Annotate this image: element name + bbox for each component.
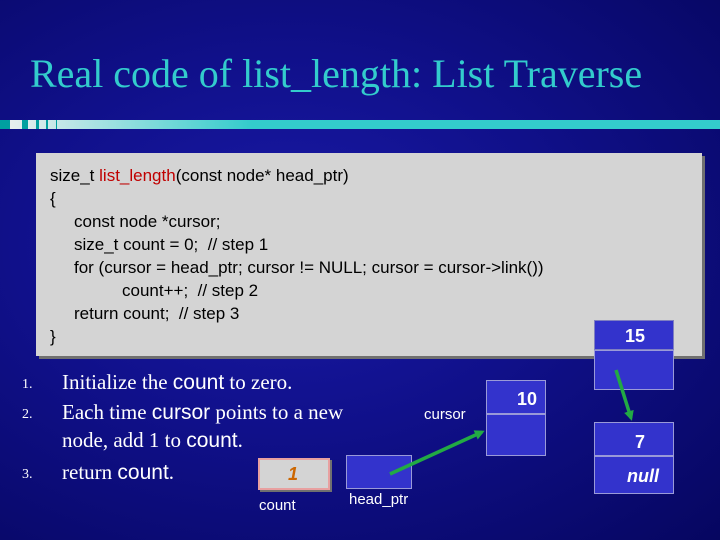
code-line-close-brace: } bbox=[50, 327, 56, 346]
step-2-continuation: node, add 1 to count. bbox=[62, 427, 243, 454]
code-line-step3: return count; // step 3 bbox=[74, 304, 240, 323]
node-7-data: 7 bbox=[594, 422, 674, 456]
code-text: size_t bbox=[50, 166, 100, 185]
code-line-step2: count++; // step 2 bbox=[122, 281, 259, 300]
node-10-link bbox=[486, 414, 546, 456]
count-label: count bbox=[259, 497, 296, 514]
node-15-data: 15 bbox=[594, 320, 674, 350]
step-text: . bbox=[237, 428, 243, 452]
step-text: node, add 1 to bbox=[62, 428, 187, 452]
step-number: 1. bbox=[22, 377, 33, 392]
code-line-for-loop: for (cursor = head_ptr; cursor != NULL; … bbox=[74, 258, 544, 277]
step-code: cursor bbox=[151, 401, 211, 424]
node-10-value: 10 bbox=[516, 389, 537, 409]
function-name: list_length bbox=[99, 166, 176, 185]
head-ptr-label: head_ptr bbox=[349, 491, 409, 508]
step-number: 3. bbox=[22, 467, 33, 482]
step-code: count bbox=[172, 371, 225, 394]
code-line-declaration: const node *cursor; bbox=[74, 212, 221, 231]
step-text: to zero. bbox=[224, 370, 293, 394]
null-pointer-label: null bbox=[627, 466, 659, 486]
count-value: 1 bbox=[287, 464, 298, 484]
code-line-step1: size_t count = 0; // step 1 bbox=[74, 235, 269, 254]
node-15-link bbox=[594, 350, 674, 390]
node-10-data: 10 bbox=[486, 380, 546, 414]
code-line-signature: size_t list_length(const node* head_ptr) bbox=[50, 165, 349, 187]
code-line-open-brace: { bbox=[50, 189, 56, 208]
step-2-text: Each time cursor points to a new bbox=[62, 399, 343, 426]
step-text: Each time bbox=[62, 400, 152, 424]
step-code: count bbox=[186, 429, 238, 452]
step-text: . bbox=[168, 460, 175, 484]
step-3-text: return count. bbox=[62, 459, 174, 486]
title-underline bbox=[0, 120, 720, 129]
code-listing: size_t list_length(const node* head_ptr)… bbox=[36, 153, 702, 356]
slide-title: Real code of list_length: List Traverse bbox=[30, 51, 643, 96]
step-code: count bbox=[117, 461, 169, 484]
step-text: Initialize the bbox=[62, 370, 173, 394]
cursor-label: cursor bbox=[424, 406, 466, 423]
step-text: return bbox=[62, 460, 118, 484]
count-variable-box: 1 bbox=[258, 458, 330, 490]
node-7-value: 7 bbox=[634, 432, 645, 452]
step-text: points to a new bbox=[210, 400, 344, 424]
node-15-value: 15 bbox=[624, 326, 645, 346]
step-number: 2. bbox=[22, 407, 33, 422]
head-ptr-box bbox=[346, 455, 412, 489]
step-1-text: Initialize the count to zero. bbox=[62, 369, 292, 396]
code-text: (const node* head_ptr) bbox=[175, 166, 349, 185]
node-7-link: null bbox=[594, 456, 674, 494]
